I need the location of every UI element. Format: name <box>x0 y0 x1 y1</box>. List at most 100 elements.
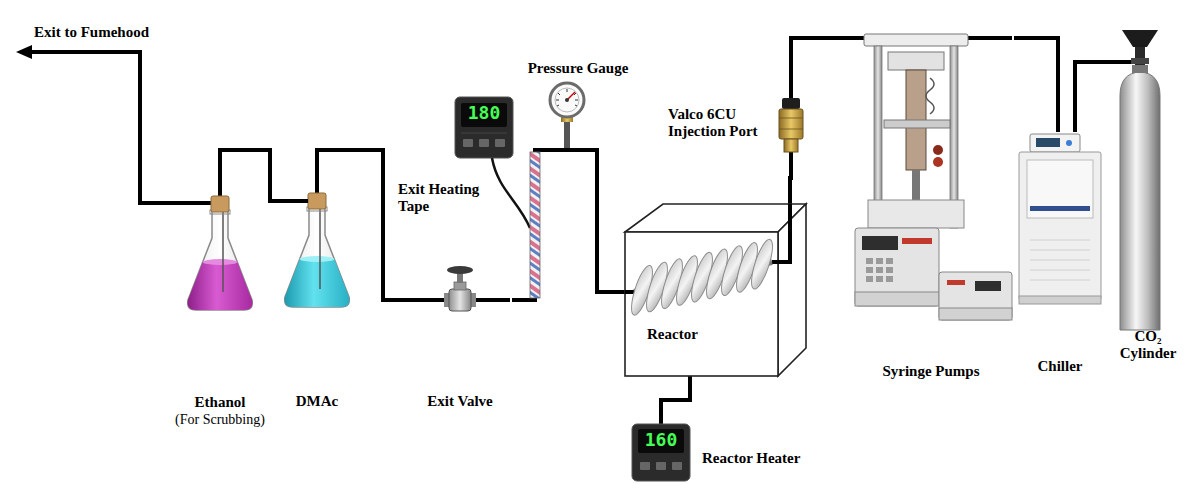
callout-label: Exit Heating Tape <box>398 181 498 216</box>
syringe-pumps <box>876 258 883 264</box>
pipe-connector <box>567 148 625 292</box>
chiller: Chiller <box>1016 132 1106 378</box>
syringe-pumps <box>886 276 893 282</box>
temperature-controller <box>656 462 666 470</box>
pump-unit: Syringe Pumps <box>850 30 1014 388</box>
temperature-controller <box>461 133 507 134</box>
syringe-pumps <box>866 276 873 282</box>
syringe-pumps <box>866 267 873 273</box>
dmac-flask <box>285 207 350 307</box>
chiller-unit <box>1066 140 1072 146</box>
syringe-pumps <box>939 308 1012 320</box>
dmac-flask <box>300 256 335 262</box>
exit-valve <box>447 266 473 274</box>
component-label: CO₂ Cylinder <box>1109 328 1187 363</box>
syringe-pumps <box>939 272 1012 320</box>
component-label: Syringe Pumps <box>850 363 1012 380</box>
ethanol-flask <box>203 259 238 265</box>
reactor-housing <box>625 290 634 294</box>
syringe-pumps <box>926 78 934 114</box>
pipe-connector <box>512 148 567 300</box>
controller-display: 180 <box>455 97 515 158</box>
display-reading: 180 <box>455 103 513 124</box>
controller-wire <box>492 158 530 228</box>
injection-port: Valco 6CU Injection Port <box>668 98 808 152</box>
reactor-screw <box>627 237 776 317</box>
temperature-controller <box>455 97 513 158</box>
chiller-unit <box>1019 152 1101 300</box>
pipe-connector <box>1014 38 1058 132</box>
pressure-gauge <box>556 89 578 106</box>
chiller-unit <box>1030 134 1080 152</box>
injection-port <box>779 109 803 139</box>
chiller-unit <box>1036 138 1060 147</box>
injection-port <box>782 98 800 109</box>
ethanol-flask <box>188 196 253 310</box>
syringe-pumps <box>855 228 939 306</box>
temperature-controller <box>632 424 690 481</box>
dmac-flask <box>319 207 321 289</box>
pressure-gauge <box>550 83 584 148</box>
component-label: Reactor <box>647 326 747 343</box>
temperature-controller <box>640 462 650 470</box>
chiller-unit <box>1030 206 1090 211</box>
syringe-pumps <box>902 238 932 244</box>
injection-port <box>779 98 803 152</box>
syringe-pumps <box>912 170 920 200</box>
syringe-pumps <box>862 236 898 250</box>
chiller-unit <box>1019 296 1101 304</box>
syringe-pumps <box>884 120 950 128</box>
reactor-screw <box>747 237 776 291</box>
injection-port <box>784 139 798 152</box>
callout-label: Exit to Fumehood <box>34 24 184 41</box>
syringe-pumps <box>866 258 873 264</box>
component-label: Reactor Heater <box>702 450 812 467</box>
syringe-pumps <box>868 200 964 228</box>
exit-valve <box>410 266 510 311</box>
syringe-pumps <box>933 157 943 167</box>
component-note: (For Scrubbing) <box>165 412 275 428</box>
syringe-pumps <box>855 292 939 306</box>
syringe-pumps <box>886 258 893 264</box>
syringe-pumps <box>947 280 965 285</box>
ethanol-flask <box>222 210 224 292</box>
chiller-unit <box>1027 160 1093 218</box>
gas-cylinder <box>1106 30 1160 330</box>
exhaust-line <box>30 52 211 203</box>
ethanol-flask <box>188 262 253 310</box>
gauge: Pressure Gauge <box>516 58 642 148</box>
exit-valve <box>454 282 466 290</box>
pipe-connector <box>1075 62 1106 132</box>
syringe-pumps <box>975 281 1001 291</box>
gas-cylinder <box>1132 65 1148 73</box>
temperature-controller <box>632 424 690 481</box>
pressure-gauge <box>550 83 584 117</box>
exit-valve <box>449 289 471 311</box>
syringe-pumps <box>864 34 968 46</box>
chiller-unit <box>1030 240 1090 280</box>
reactor-housing <box>625 204 806 376</box>
syringe-pumps <box>876 267 883 273</box>
injection-port <box>779 129 803 130</box>
dmac-flask <box>285 193 350 307</box>
reactor-housing <box>625 204 806 232</box>
component-label: DMAc <box>282 393 352 410</box>
component-label: Exit Valve <box>410 393 510 410</box>
component-label: Valco 6CU Injection Port <box>668 106 774 141</box>
component-label: Pressure Gauge <box>516 60 640 77</box>
component-label: Chiller <box>1016 358 1104 375</box>
ethanol-flask <box>188 210 253 310</box>
dmac-flask <box>308 193 326 209</box>
temperature-controller <box>495 139 505 147</box>
pipe-connector <box>791 38 850 98</box>
valve: Exit Valve <box>410 262 512 413</box>
flask: Ethanol(For Scrubbing) <box>165 196 277 431</box>
reactor-housing <box>772 204 790 262</box>
display-reading: 160 <box>632 430 690 451</box>
pipe-connector <box>790 152 791 204</box>
syringe-pumps <box>886 267 893 273</box>
syringe-pumps <box>933 145 943 155</box>
flask: DMAc <box>282 193 354 413</box>
